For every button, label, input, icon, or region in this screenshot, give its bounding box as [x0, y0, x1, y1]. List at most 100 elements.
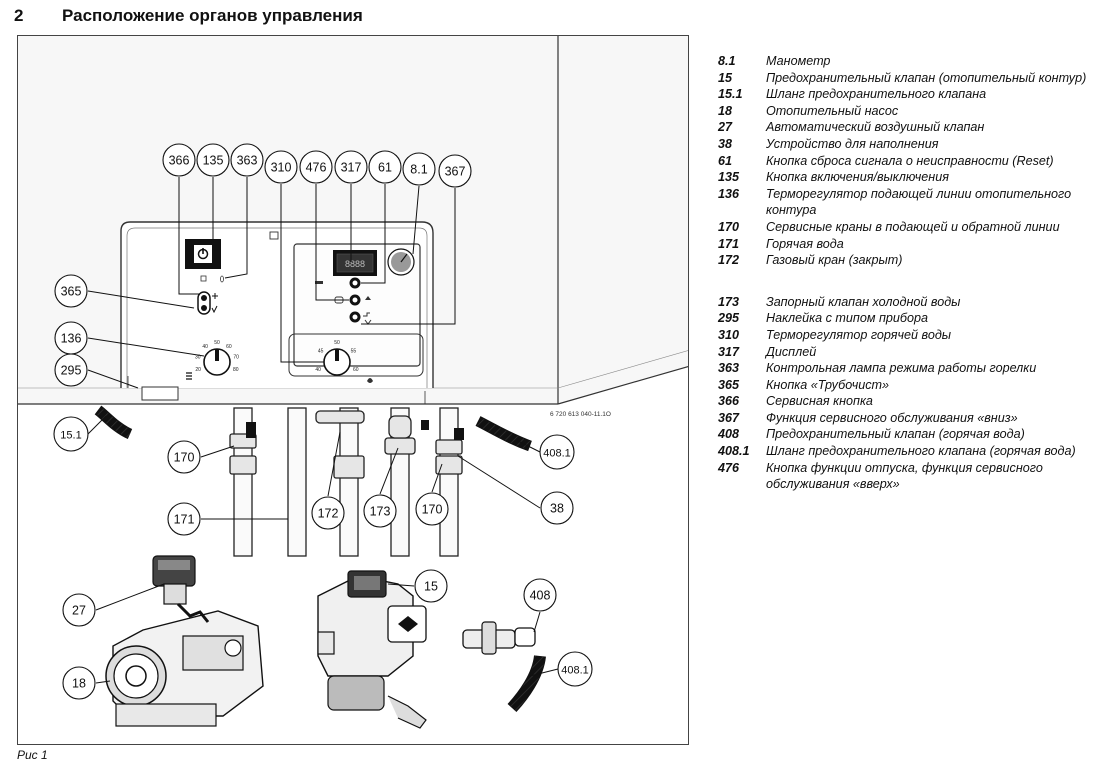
callout-circle	[539, 434, 575, 470]
legend-code: 310	[718, 327, 740, 342]
callout-label: 363	[237, 154, 258, 168]
figure-reference-code: 6 720 613 040-11.1O	[550, 411, 611, 418]
legend-row: 27 Автоматический воздушный клапан	[718, 119, 1098, 136]
leader-line	[379, 447, 399, 495]
callout-310: 310	[264, 150, 298, 184]
legend-text: Шланг предохранительного клапана (горяча…	[766, 444, 1076, 459]
section-number: 2	[14, 6, 24, 25]
callout-label: 18	[72, 677, 86, 691]
callout-circle	[167, 440, 201, 474]
callout-label: 15.1	[60, 430, 81, 442]
automatic-air-vent	[152, 555, 210, 623]
safety-valve-assembly	[317, 570, 427, 729]
legend-code: 135	[718, 170, 740, 185]
legend-code: 295	[718, 311, 740, 326]
callout-circle	[557, 651, 593, 687]
legend-text: Кнопка «Трубочист»	[766, 377, 890, 392]
chimney-sweep-button[interactable]	[197, 291, 211, 315]
legend-text: Дисплей	[766, 344, 817, 359]
power-switch[interactable]	[185, 239, 221, 269]
callout-408-1: 408.1	[557, 651, 593, 687]
callout-170: 170	[415, 492, 449, 526]
leader-line	[315, 184, 349, 301]
legend-code: 408	[718, 427, 740, 442]
leader-line	[224, 177, 248, 279]
section-title: Расположение органов управления	[62, 6, 363, 25]
leader-line	[178, 177, 200, 295]
callout-367: 367	[438, 154, 472, 188]
callout-18: 18	[62, 666, 96, 700]
callout-label: 61	[378, 161, 392, 175]
legend-text: Устройство для наполнения	[766, 136, 939, 151]
callout-label: 408.1	[561, 665, 589, 677]
heating-thermostat-knob[interactable]	[203, 348, 231, 376]
hot-water-thermostat-knob[interactable]	[323, 348, 351, 376]
legend-code: 27	[718, 120, 733, 135]
leader-line	[87, 369, 139, 389]
safety-valve-hose-left	[94, 405, 133, 440]
callout-label: 476	[306, 161, 327, 175]
legend-code: 38	[718, 136, 733, 151]
callout-label: 408	[530, 589, 551, 603]
legend-code: 365	[718, 377, 740, 392]
scale-tick-label: 20	[195, 367, 201, 373]
callout-label: 367	[445, 165, 466, 179]
callout-365: 365	[54, 274, 88, 308]
legend-code: 170	[718, 219, 740, 234]
leader-line	[87, 415, 107, 435]
callout-408: 408	[523, 578, 557, 612]
callout-circle	[311, 496, 345, 530]
heating-pump	[105, 610, 264, 727]
type-plate-sticker	[141, 386, 179, 401]
scale-tick-label: 60	[353, 367, 359, 373]
leader-line	[361, 184, 386, 284]
scale-tick-label: 55	[351, 349, 357, 355]
callout-295: 295	[54, 353, 88, 387]
legend-code: 15.1	[718, 87, 743, 102]
legend-text: Горячая вода	[766, 236, 844, 251]
callout-8-1: 8.1	[402, 152, 436, 186]
callout-172: 172	[311, 496, 345, 530]
leader-line	[87, 337, 205, 357]
scale-tick-label: 40	[315, 367, 321, 373]
callout-366: 366	[162, 143, 196, 177]
callout-label: 173	[370, 505, 391, 519]
scale-tick-label: 30	[195, 354, 201, 360]
legend-text: Запорный клапан холодной воды	[766, 294, 961, 309]
legend-code: 15	[718, 70, 733, 85]
holiday-function-button[interactable]	[349, 294, 361, 306]
service-down-button[interactable]	[349, 311, 361, 323]
legend-code: 136	[718, 186, 740, 201]
legend-text: Автоматический воздушный клапан	[766, 120, 985, 135]
callout-27: 27	[62, 593, 96, 627]
scale-tick-label: 70	[233, 354, 239, 360]
reset-button[interactable]	[349, 277, 361, 289]
leader-line	[457, 455, 541, 509]
legend-text: Предохранительный клапан (горячая вода)	[766, 427, 1025, 442]
leader-line	[327, 431, 341, 497]
legend-text: Кнопка сброса сигнала о неисправности (R…	[766, 153, 1054, 168]
leader-line	[280, 184, 324, 363]
leader-line	[95, 680, 111, 684]
manometer	[387, 248, 415, 276]
callout-label: 170	[174, 451, 195, 465]
leader-line	[387, 583, 415, 587]
leader-line	[533, 611, 541, 633]
callout-label: 310	[271, 161, 292, 175]
callout-15: 15	[414, 569, 448, 603]
callout-circle	[167, 502, 201, 536]
callout-circle	[402, 152, 436, 186]
legend-text: Манометр	[766, 54, 831, 68]
callout-circle	[523, 578, 557, 612]
legend-text: Отопительный насос	[766, 103, 899, 118]
